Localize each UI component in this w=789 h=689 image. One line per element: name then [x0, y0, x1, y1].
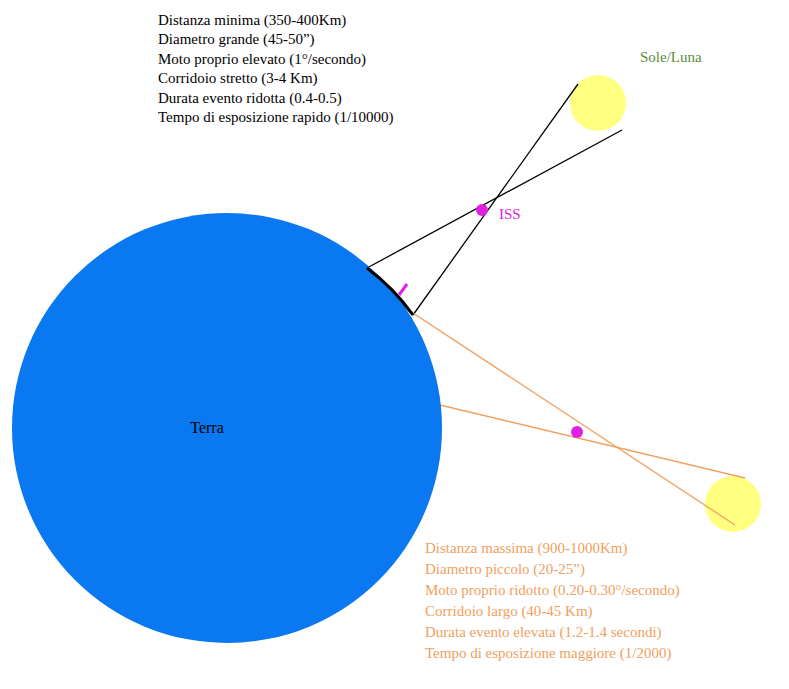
- info-line: Diametro grande (45-50”): [158, 30, 315, 48]
- info-line: Corridoio stretto (3-4 Km): [158, 69, 318, 87]
- iss-dot: [571, 426, 583, 438]
- info-line: Durata evento elevata (1.2-1.4 secondi): [425, 623, 662, 641]
- sun-moon-label: Sole/Luna: [640, 48, 702, 66]
- iss-label: ISS: [499, 205, 521, 223]
- info-line: Diametro piccolo (20-25”): [425, 560, 585, 578]
- info-line: Distanza massima (900-1000Km): [425, 539, 627, 557]
- info-line: Corridoio largo (40-45 Km): [425, 602, 593, 620]
- node-text: Terra: [190, 419, 224, 437]
- info-line: Moto proprio elevato (1°/secondo): [158, 50, 366, 68]
- observer-mark: [399, 284, 407, 295]
- info-line: Durata evento ridotta (0.4-0.5): [158, 89, 342, 107]
- near-cone: [367, 84, 622, 315]
- earth-arc: [367, 268, 413, 315]
- info-line: Tempo di esposizione maggiore (1/2000): [425, 644, 671, 662]
- sun-moon-near: [570, 75, 626, 131]
- info-line: Distanza minima (350-400Km): [158, 11, 346, 29]
- earth-circle: Terra: [12, 213, 442, 643]
- info-line: Tempo di esposizione rapido (1/10000): [158, 108, 394, 126]
- info-line: Moto proprio ridotto (0.20-0.30°/secondo…: [425, 581, 680, 599]
- iss-dot: [476, 204, 488, 216]
